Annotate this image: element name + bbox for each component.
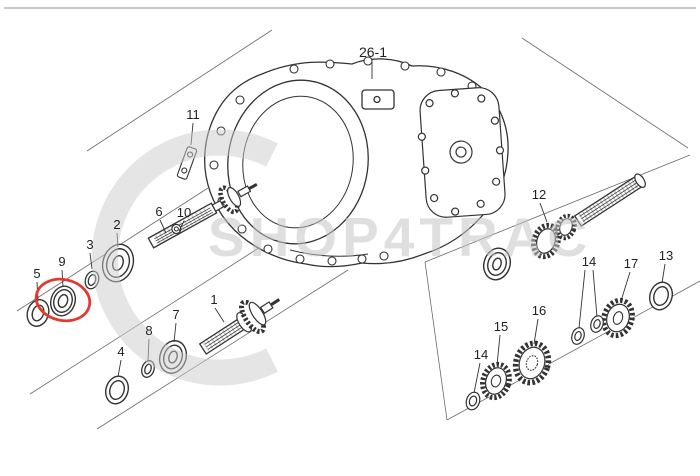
gear-15 [480, 361, 512, 401]
collar-5 [26, 299, 50, 327]
label-16: 16 [532, 303, 546, 318]
gear-17 [601, 297, 635, 339]
watermark-swoosh [91, 129, 278, 386]
label-26-1: 26-1 [359, 44, 387, 60]
label-15: 15 [494, 319, 508, 334]
cluster-gear-12 [531, 213, 577, 260]
label-17: 17 [624, 256, 638, 271]
label-11: 11 [186, 107, 200, 122]
label-4: 4 [117, 344, 124, 359]
label-13: 13 [659, 248, 673, 263]
label-1: 1 [210, 292, 217, 307]
bearing-unlabeled [482, 247, 512, 281]
label-5: 5 [33, 266, 40, 281]
transmission-housing [203, 56, 509, 268]
seal-4 [104, 375, 130, 405]
label-8: 8 [145, 323, 152, 338]
label-7: 7 [172, 307, 179, 322]
construction-lines [16, 29, 700, 430]
rear-cover [417, 87, 506, 218]
input-shaft-6 [147, 183, 258, 249]
watermark-text: SHOP4TRAC [208, 206, 592, 268]
part-labels: 26-1 11 10 6 2 3 9 5 1 7 8 4 12 13 17 14… [33, 44, 673, 362]
label-12: 12 [532, 187, 546, 202]
washer-14-upper [571, 315, 604, 345]
highlight-circle [34, 277, 92, 323]
label-6: 6 [155, 204, 162, 219]
bearing-13 [648, 281, 674, 311]
gear-16 [512, 340, 552, 386]
label-10: 10 [177, 205, 191, 220]
label-9: 9 [58, 254, 65, 269]
seal-9 [49, 285, 77, 317]
main-shaft-1 [198, 298, 281, 355]
nut-10 [171, 223, 182, 235]
label-3: 3 [86, 237, 93, 252]
label-2: 2 [113, 217, 120, 232]
label-14-lower: 14 [474, 347, 488, 362]
counter-shaft [573, 173, 646, 227]
washer-14-lower [465, 391, 481, 411]
label-14-upper: 14 [582, 254, 596, 269]
